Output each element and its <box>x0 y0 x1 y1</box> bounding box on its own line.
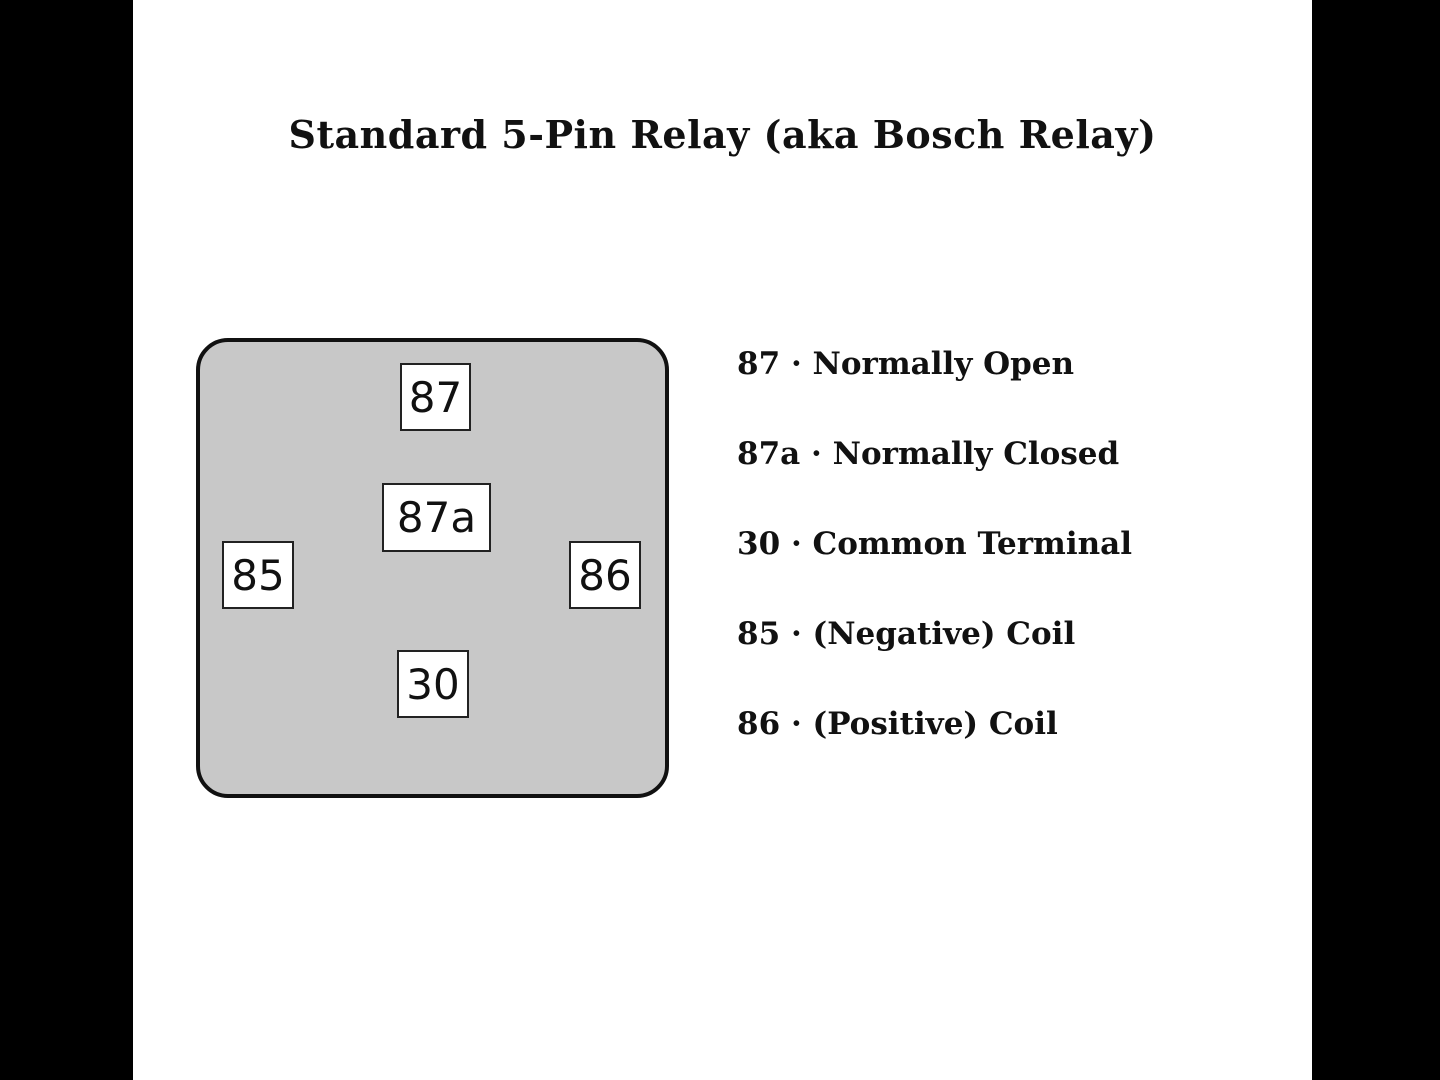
legend-separator: · <box>790 346 802 382</box>
diagram-title: Standard 5-Pin Relay (aka Bosch Relay) <box>288 112 1157 157</box>
legend-item: 87 · Normally Open <box>737 340 1132 430</box>
legend-description: Normally Closed <box>832 436 1120 472</box>
legend-item: 87a · Normally Closed <box>737 430 1132 520</box>
legend-item: 86 · (Positive) Coil <box>737 700 1132 790</box>
pin-86: 86 <box>569 541 641 609</box>
pin-legend: 87 · Normally Open 87a · Normally Closed… <box>737 340 1132 790</box>
legend-pin: 85 <box>737 616 781 652</box>
legend-description: (Negative) Coil <box>812 616 1076 652</box>
legend-separator: · <box>790 526 802 562</box>
legend-description: (Positive) Coil <box>812 706 1058 742</box>
legend-description: Normally Open <box>812 346 1075 382</box>
pin-87a: 87a <box>382 483 491 552</box>
legend-pin: 30 <box>737 526 781 562</box>
legend-separator: · <box>790 706 802 742</box>
legend-pin: 87a <box>737 436 801 472</box>
legend-pin: 86 <box>737 706 781 742</box>
legend-item: 30 · Common Terminal <box>737 520 1132 610</box>
legend-separator: · <box>811 436 822 472</box>
legend-item: 85 · (Negative) Coil <box>737 610 1132 700</box>
pin-85: 85 <box>222 541 294 609</box>
slide: Standard 5-Pin Relay (aka Bosch Relay) 8… <box>133 0 1312 1080</box>
pin-87: 87 <box>400 363 471 431</box>
pin-30: 30 <box>397 650 469 718</box>
legend-pin: 87 <box>737 346 781 382</box>
legend-separator: · <box>790 616 802 652</box>
legend-description: Common Terminal <box>812 526 1133 562</box>
